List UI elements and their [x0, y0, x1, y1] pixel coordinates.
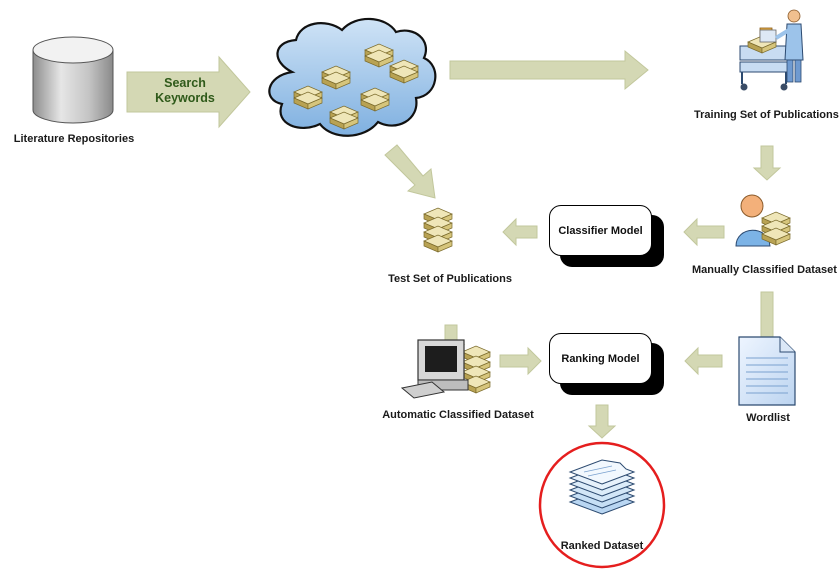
- training-set-label: Training Set of Publications: [694, 109, 839, 121]
- arrow-cloud-to-training: [449, 49, 649, 91]
- search-keywords-label: Search Keywords: [140, 76, 230, 106]
- search-keywords-line2: Keywords: [155, 91, 215, 105]
- literature-repositories-label: Literature Repositories: [13, 133, 135, 145]
- ranked-dataset-label: Ranked Dataset: [560, 540, 644, 552]
- search-keywords-line1: Search: [164, 76, 206, 90]
- document-icon: [738, 336, 796, 406]
- arrow-wordlist-to-ranking: [684, 346, 723, 376]
- person-with-books-icon: [735, 194, 791, 247]
- test-set-label: Test Set of Publications: [388, 273, 512, 285]
- stacked-sheets-icon: [568, 459, 636, 515]
- cloud-of-publications-icon: [268, 17, 437, 137]
- arrow-automatic-to-ranking: [499, 346, 542, 376]
- arrow-cloud-to-test: [384, 144, 436, 199]
- computer-with-books-icon: [400, 339, 491, 399]
- arrow-search-keywords: [126, 55, 251, 129]
- automatic-classified-label: Automatic Classified Dataset: [382, 409, 534, 421]
- arrow-ranking-to-ranked: [587, 404, 617, 439]
- database-cylinder-icon: [32, 36, 114, 124]
- ranked-dataset-highlight: [538, 441, 666, 569]
- manually-classified-label: Manually Classified Dataset: [692, 264, 837, 276]
- ranking-model-box: Ranking Model: [549, 333, 652, 384]
- stacked-books-icon: [423, 207, 453, 253]
- arrow-training-to-manual: [752, 145, 782, 181]
- classifier-model-box: Classifier Model: [549, 205, 652, 256]
- wordlist-label: Wordlist: [746, 412, 790, 424]
- person-with-cart-icon: [739, 9, 804, 91]
- arrow-classifier-to-test: [502, 217, 538, 247]
- arrow-manual-to-classifier: [683, 217, 725, 247]
